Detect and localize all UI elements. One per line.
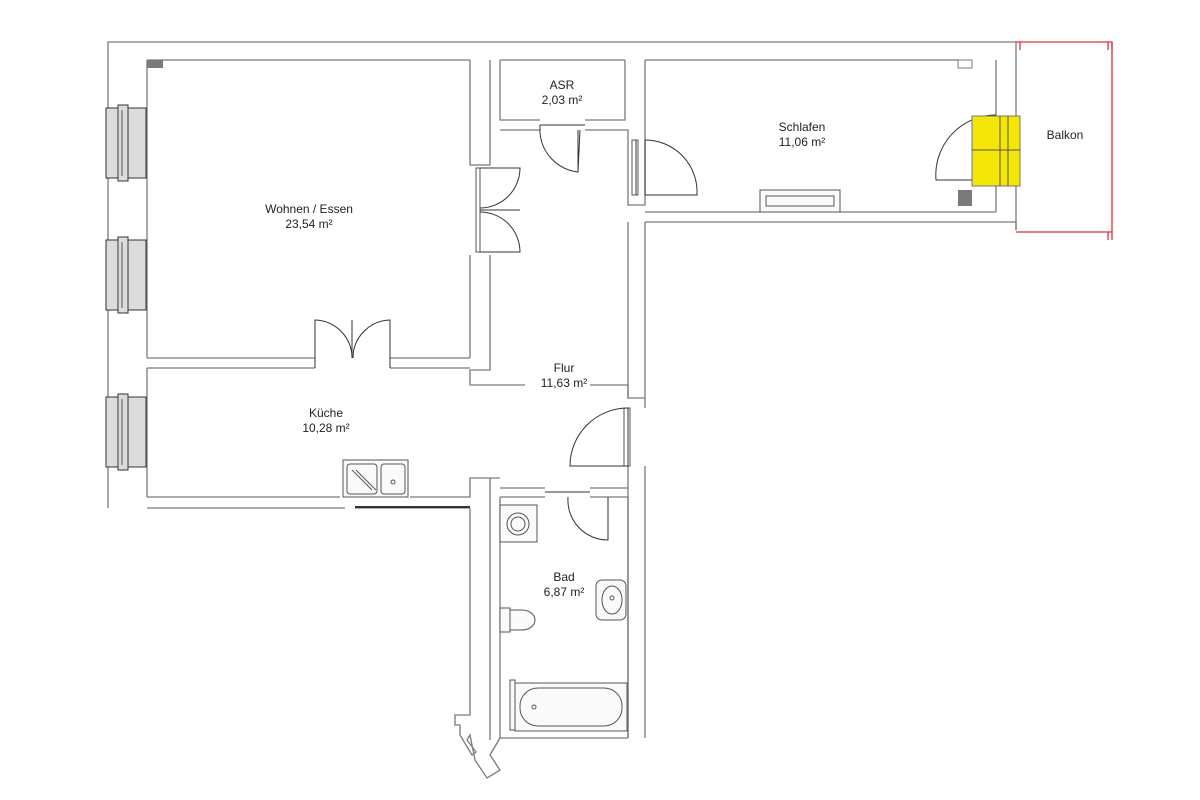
room-area-wohnen: 23,54 m² xyxy=(285,217,332,231)
room-area-asr: 2,03 m² xyxy=(542,93,583,107)
window-icon xyxy=(105,236,147,314)
door-icon xyxy=(314,319,391,368)
room-name-balkon: Balkon xyxy=(1047,128,1084,142)
door-icon xyxy=(545,491,609,541)
door-icon xyxy=(569,407,631,467)
room-name-schlafen: Schlafen xyxy=(779,120,826,134)
room-name-kueche: Küche xyxy=(309,406,343,420)
door-icon xyxy=(475,167,521,253)
balcony-door-icon xyxy=(935,114,1021,187)
door-icon xyxy=(631,139,698,196)
interior-walls xyxy=(147,60,646,738)
room-name-asr: ASR xyxy=(550,78,575,92)
room-area-bad: 6,87 m² xyxy=(544,585,585,599)
window-icon xyxy=(105,393,147,471)
washing-machine-icon xyxy=(499,504,538,543)
door-icon xyxy=(539,124,585,173)
bathtub-icon xyxy=(509,679,628,732)
room-labels: Wohnen / Essen 23,54 m² ASR 2,03 m² Schl… xyxy=(265,78,1083,599)
outer-walls xyxy=(107,41,1017,779)
room-area-schlafen: 11,06 m² xyxy=(779,135,825,149)
room-name-wohnen: Wohnen / Essen xyxy=(265,202,353,216)
room-name-bad: Bad xyxy=(553,570,574,584)
left-windows xyxy=(105,104,147,471)
room-area-kueche: 10,28 m² xyxy=(302,421,349,435)
kitchen-sink-icon xyxy=(342,459,409,498)
doors xyxy=(314,114,1021,541)
room-area-flur: 11,63 m² xyxy=(541,376,587,390)
toilet-icon xyxy=(499,607,536,633)
pillars xyxy=(147,59,973,206)
wash-basin-icon xyxy=(595,579,627,621)
radiator-icon xyxy=(759,189,841,213)
room-name-flur: Flur xyxy=(554,361,575,375)
balcony-outline xyxy=(1016,41,1113,240)
window-icon xyxy=(105,104,147,182)
fixtures xyxy=(342,189,841,732)
